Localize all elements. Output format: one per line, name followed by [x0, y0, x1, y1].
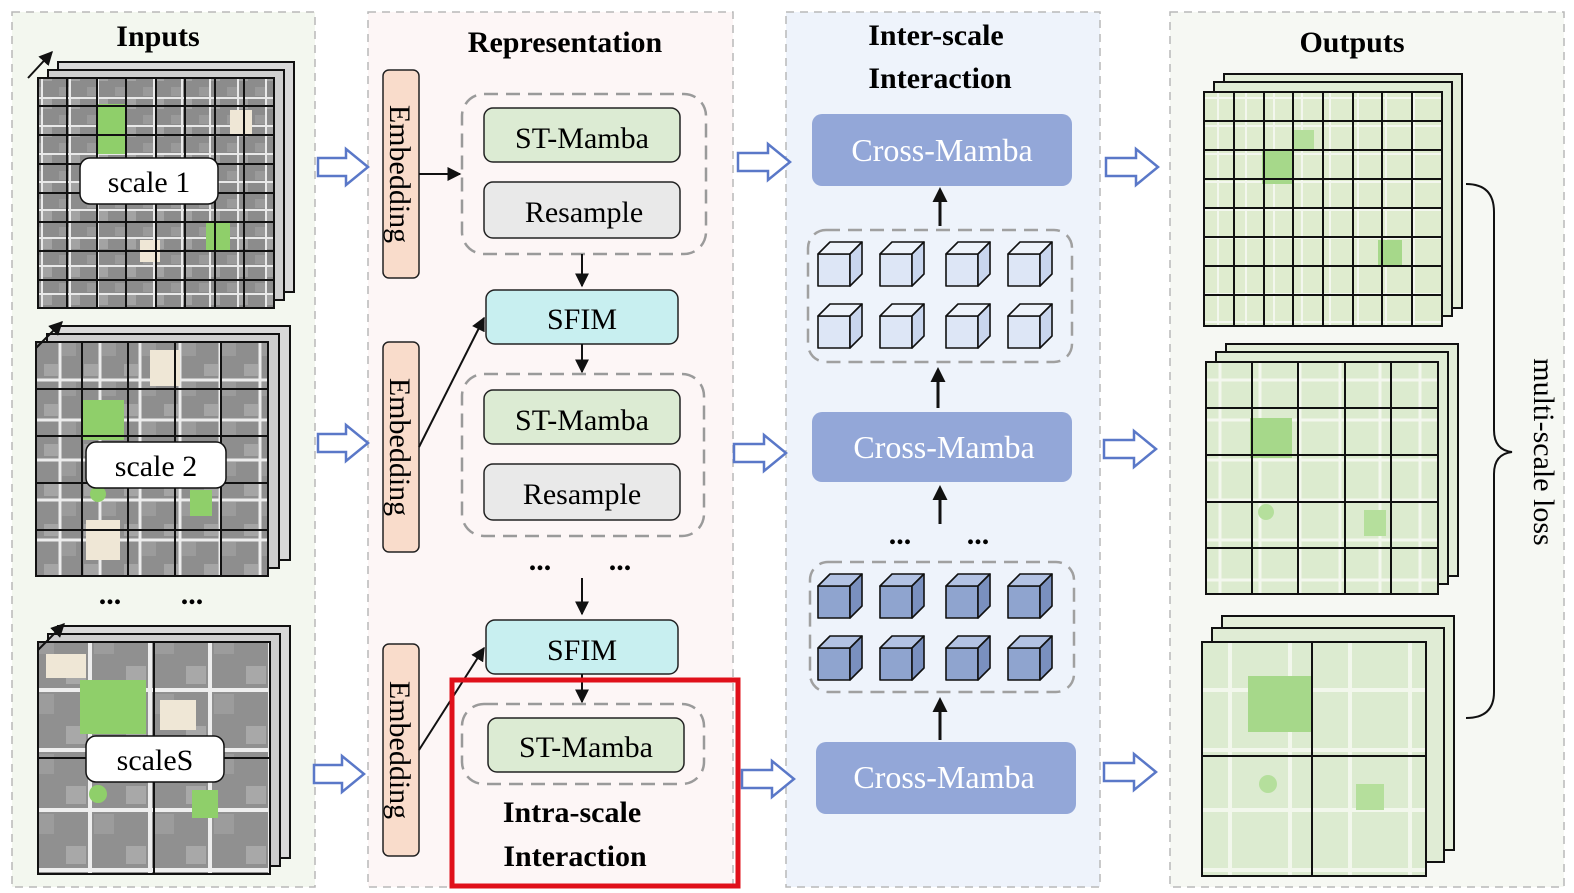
hollow-right-arrow-icon: [740, 758, 796, 800]
cube-icon: [945, 573, 991, 619]
cube-group-light: [806, 228, 1074, 364]
hollow-right-arrow-icon: [316, 422, 370, 464]
inputs-title: Inputs: [116, 20, 199, 53]
cube-icon: [817, 573, 863, 619]
intra-scale-highlight: [449, 677, 741, 889]
hollow-right-arrow-icon: [736, 141, 792, 183]
output-stack-fine: [1203, 73, 1463, 327]
cube-icon: [817, 241, 863, 287]
cube-icon: [1007, 635, 1053, 681]
embedding-label-1: Embedding: [383, 105, 416, 243]
cross-mamba-box-3: [816, 742, 1076, 814]
intra-group-1: [460, 92, 708, 256]
stmamba-box-2: [483, 389, 681, 445]
repr-ellipsis-right: ...: [609, 544, 632, 577]
scale-s-label: scaleS: [117, 744, 194, 777]
cube-grid-dark: [817, 573, 1053, 681]
stmamba-label-2: ST-Mamba: [515, 404, 649, 437]
resample-label-2: Resample: [523, 478, 641, 511]
resample-label-1: Resample: [525, 196, 643, 229]
inputs-ellipsis-right: ...: [181, 578, 204, 611]
scale-1-label: scale 1: [108, 166, 190, 199]
sfim-label-2: SFIM: [547, 634, 617, 667]
stmamba-box-3: [487, 717, 685, 773]
output-stack-mid: [1205, 343, 1459, 595]
cube-icon: [879, 635, 925, 681]
intra-scale-label-line1: Intra-scale: [503, 796, 641, 829]
scale-1-label-box: [79, 157, 219, 205]
hollow-right-arrow-icon: [732, 432, 788, 474]
cross-mamba-box-2: [812, 412, 1072, 482]
cross-mamba-box-1: [812, 114, 1072, 186]
embedding-label-3: Embedding: [383, 681, 416, 819]
scale-s-label-box: [85, 735, 225, 783]
hollow-right-arrow-icon: [1102, 751, 1158, 793]
stmamba-label-1: ST-Mamba: [515, 122, 649, 155]
cube-icon: [945, 303, 991, 349]
multi-scale-loss-label: multi-scale loss: [1527, 358, 1560, 545]
cross-mamba-label-1: Cross-Mamba: [851, 132, 1032, 168]
cube-grid-light: [817, 241, 1053, 349]
intra-scale-label-line2: Interaction: [503, 840, 647, 873]
inter-scale-title-line1: Inter-scale: [868, 19, 1004, 52]
inter-ellipsis-right: ...: [967, 518, 990, 551]
output-stack-coarse: [1201, 615, 1455, 877]
cross-mamba-label-3: Cross-Mamba: [853, 759, 1034, 795]
representation-title: Representation: [468, 26, 663, 59]
cube-icon: [879, 303, 925, 349]
hollow-right-arrow-icon: [312, 753, 366, 795]
scale-2-label: scale 2: [115, 450, 197, 483]
cube-group-dark: [808, 560, 1076, 694]
cross-mamba-label-2: Cross-Mamba: [853, 429, 1034, 465]
stack-depth-arrow-1: [27, 50, 53, 79]
stack-depth-arrow-2: [35, 321, 63, 349]
arrow-embed2-to-sfim1: [418, 316, 485, 448]
cube-icon: [945, 241, 991, 287]
inter-ellipsis-left: ...: [889, 518, 912, 551]
cube-icon: [1007, 241, 1053, 287]
intra-group-3: [460, 702, 706, 786]
cube-icon: [945, 635, 991, 681]
cube-icon: [879, 241, 925, 287]
cube-icon: [817, 635, 863, 681]
hollow-right-arrow-icon: [1102, 428, 1158, 470]
cube-icon: [1007, 573, 1053, 619]
inputs-ellipsis-left: ...: [99, 578, 122, 611]
resample-box-1: [483, 181, 681, 239]
cube-icon: [879, 573, 925, 619]
sfim-label-1: SFIM: [547, 303, 617, 336]
repr-ellipsis-left: ...: [529, 544, 552, 577]
embedding-label-2: Embedding: [383, 378, 416, 516]
outputs-title: Outputs: [1299, 26, 1404, 59]
stack-depth-arrow-s: [37, 623, 65, 651]
stmamba-label-3: ST-Mamba: [519, 731, 653, 764]
hollow-right-arrow-icon: [1104, 146, 1160, 188]
resample-box-2: [483, 463, 681, 521]
inter-scale-title-line2: Interaction: [868, 62, 1012, 95]
curly-brace-icon: [1465, 183, 1513, 719]
scale-2-label-box: [85, 441, 227, 489]
hollow-right-arrow-icon: [316, 146, 370, 188]
stmamba-box-1: [483, 107, 681, 163]
intra-group-2: [460, 372, 706, 538]
cube-icon: [817, 303, 863, 349]
cube-icon: [1007, 303, 1053, 349]
